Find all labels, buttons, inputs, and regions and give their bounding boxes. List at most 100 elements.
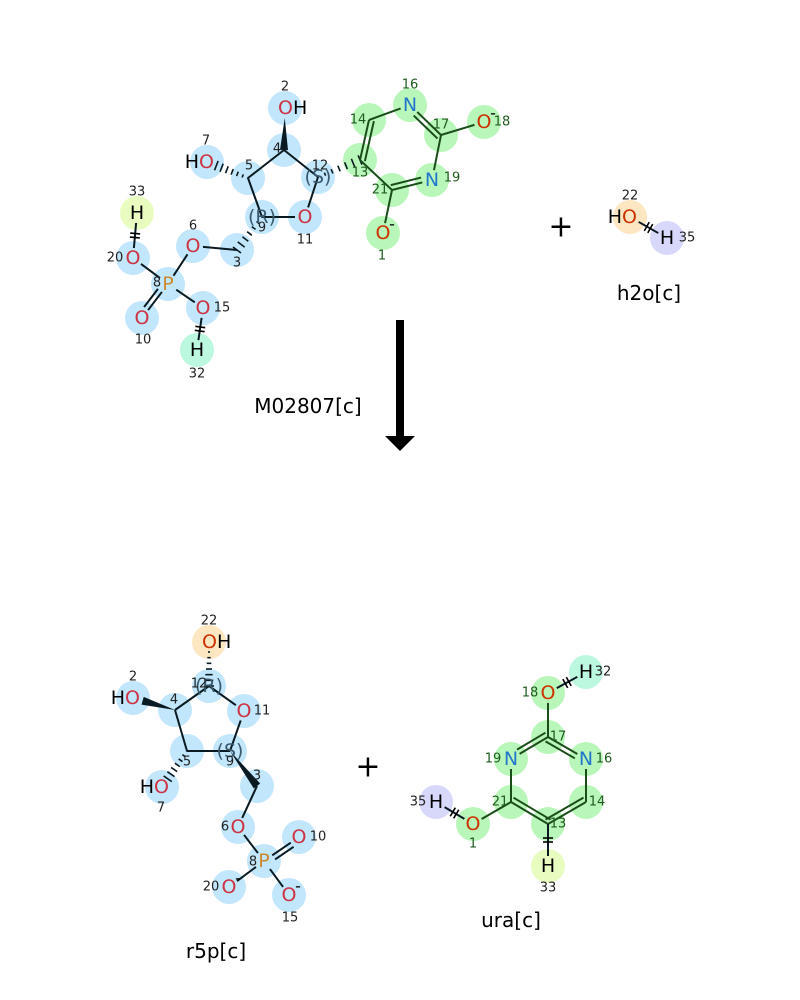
bond <box>481 801 512 820</box>
bond <box>141 696 175 710</box>
bond <box>516 731 549 755</box>
atom-highlight <box>419 785 453 819</box>
atom-index: 3 <box>233 256 241 271</box>
bond <box>243 834 259 854</box>
atom-c-4: 4 <box>170 693 178 708</box>
atom-o-1: O-1 <box>376 215 395 264</box>
atom-index: 33 <box>129 185 146 200</box>
atom-index: 13 <box>550 817 567 832</box>
atom-highlight <box>145 770 179 804</box>
atom-symbol: P <box>162 273 173 295</box>
atom-index: 6 <box>189 219 197 234</box>
bond <box>271 841 295 861</box>
charge-label: - <box>295 877 301 896</box>
atom-index: 9 <box>226 755 234 770</box>
atom-highlight <box>531 849 565 883</box>
enzyme-label: M02807[c] <box>254 394 361 418</box>
reaction-arrow <box>385 320 415 451</box>
bond <box>544 796 587 825</box>
bond <box>283 149 319 178</box>
atom-symbol: HO <box>608 206 637 228</box>
atom-symbol: (S) <box>217 740 244 762</box>
bond <box>384 189 393 224</box>
bond <box>307 176 319 208</box>
atom-symbol: O <box>186 235 201 257</box>
atom-ho-7: HO7 <box>140 776 169 816</box>
bond <box>247 149 285 179</box>
bond <box>143 288 163 311</box>
atom-index: 17 <box>433 118 450 133</box>
atom-index: 7 <box>157 801 165 816</box>
atom-symbol: O <box>298 206 313 228</box>
atom-index: 18 <box>494 115 511 130</box>
atom-index: 9 <box>258 221 266 236</box>
atom-highlight <box>272 878 306 912</box>
r5p-caption: r5p[c] <box>186 939 246 963</box>
atom-highlight <box>569 655 603 689</box>
atom-symbol: O <box>126 247 141 269</box>
atom-symbol: O <box>196 297 211 319</box>
atom-o-11: O11 <box>297 206 314 248</box>
atom-symbol: H <box>579 661 593 683</box>
atom-o-6: O6 <box>221 816 246 838</box>
atom-index: 8 <box>249 855 257 870</box>
atom-symbol: O <box>541 682 556 704</box>
atom-symbol: O <box>135 307 150 329</box>
atom-symbol: O <box>466 813 481 835</box>
atom-index: 13 <box>352 166 369 181</box>
atom-highlight <box>288 200 322 234</box>
atom-c-13: 13 <box>550 817 567 832</box>
atom-index: 33 <box>540 881 557 896</box>
atom-c-3: 3 <box>253 769 261 784</box>
bond <box>230 751 261 789</box>
atom-c-17: 17 <box>433 118 450 133</box>
atom-s-9: (S)9 <box>217 740 244 770</box>
atom-r-12: (R)12 <box>191 675 223 697</box>
bond <box>510 796 552 825</box>
atom-index: 14 <box>350 113 367 128</box>
atom-highlight <box>212 870 246 904</box>
atom-highlight <box>494 742 528 776</box>
plus-sign-products: + <box>355 750 380 785</box>
atom-h-33: H33 <box>129 185 146 225</box>
atom-highlight <box>120 196 154 230</box>
atom-h-32: H32 <box>189 339 206 382</box>
atom-index: 18 <box>522 686 539 701</box>
atom-index: 35 <box>679 231 696 246</box>
atom-index: 1 <box>469 837 477 852</box>
atom-c-14: 14 <box>589 795 606 810</box>
bond <box>208 685 237 707</box>
arrow-shaft <box>396 320 404 438</box>
bond <box>175 288 196 304</box>
atom-highlight <box>613 200 647 234</box>
atom-o-20: O-20 <box>203 869 241 899</box>
bond <box>172 253 189 277</box>
atom-index: 6 <box>221 820 229 835</box>
atom-index: 35 <box>410 795 427 810</box>
atom-n-16: N16 <box>402 78 419 117</box>
atom-index: 20 <box>107 251 124 266</box>
atom-index: 32 <box>595 665 612 680</box>
atom-index: 4 <box>273 142 281 157</box>
atom-index: 7 <box>202 134 210 149</box>
atom-h-33: H33 <box>540 855 557 896</box>
charge-label: - <box>490 104 496 123</box>
atom-highlight <box>116 241 150 275</box>
atom-symbol: (R) <box>195 675 223 697</box>
bond <box>544 736 578 760</box>
atom-index: 5 <box>245 159 253 174</box>
atom-index: 32 <box>189 367 206 382</box>
bond <box>129 222 141 249</box>
atom-ho-7: HO7 <box>185 134 214 174</box>
bond <box>174 685 210 711</box>
atom-highlight <box>415 163 449 197</box>
bond <box>556 675 578 690</box>
atom-oh-2: OH2 <box>278 80 307 120</box>
atom-c-21: 21 <box>372 183 389 198</box>
bond <box>359 119 375 162</box>
atom-highlight <box>125 301 159 335</box>
